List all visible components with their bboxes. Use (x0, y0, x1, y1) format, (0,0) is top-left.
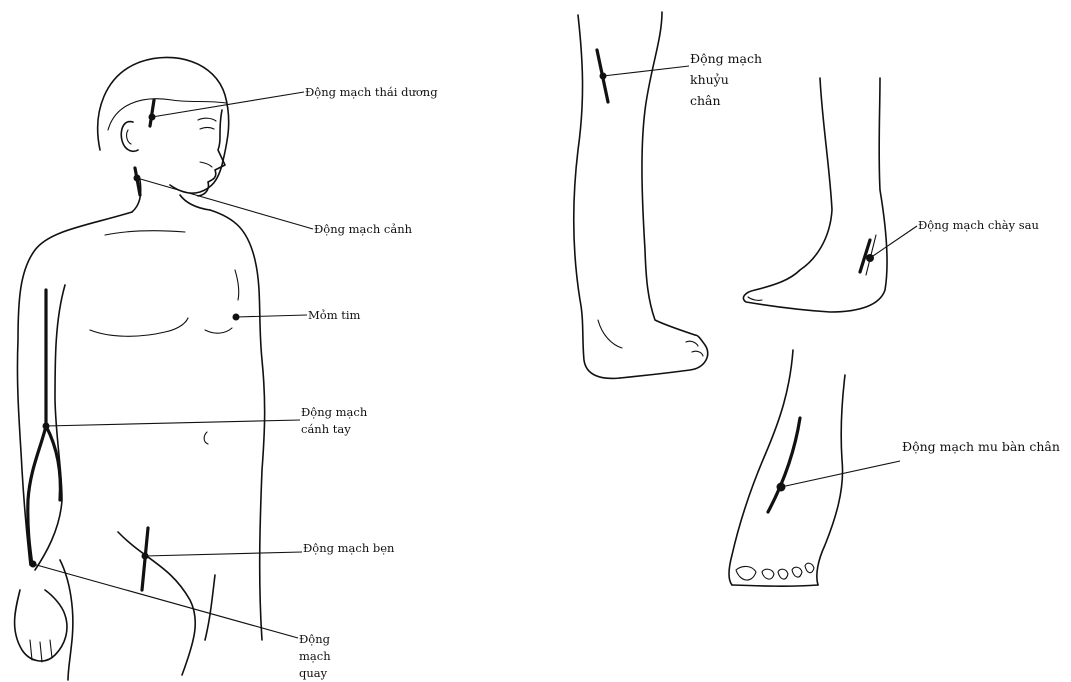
label-carotid-artery: Động mạch cảnh (314, 221, 412, 238)
label-brachial-artery: Động mạch cánh tay (301, 404, 367, 438)
label-radial-artery: Động mạch quay (299, 631, 331, 682)
human-figure (15, 57, 265, 680)
body-leader-lines (33, 92, 313, 638)
lower-leg-figure (574, 12, 708, 378)
label-temporal-artery: Động mạch thái dương (305, 84, 438, 101)
label-posterior-tibial-artery: Động mạch chày sau (918, 217, 1039, 234)
label-femoral-artery: Động mạch bẹn (303, 540, 394, 557)
foot-dorsal-figure (729, 350, 900, 586)
label-popliteal-artery: Động mạch khuỷu chân (690, 48, 762, 111)
label-dorsalis-pedis-artery: Động mạch mu bàn chân (902, 438, 1060, 455)
label-heart-apex: Mỏm tim (308, 307, 360, 324)
foot-side-figure (743, 78, 917, 312)
